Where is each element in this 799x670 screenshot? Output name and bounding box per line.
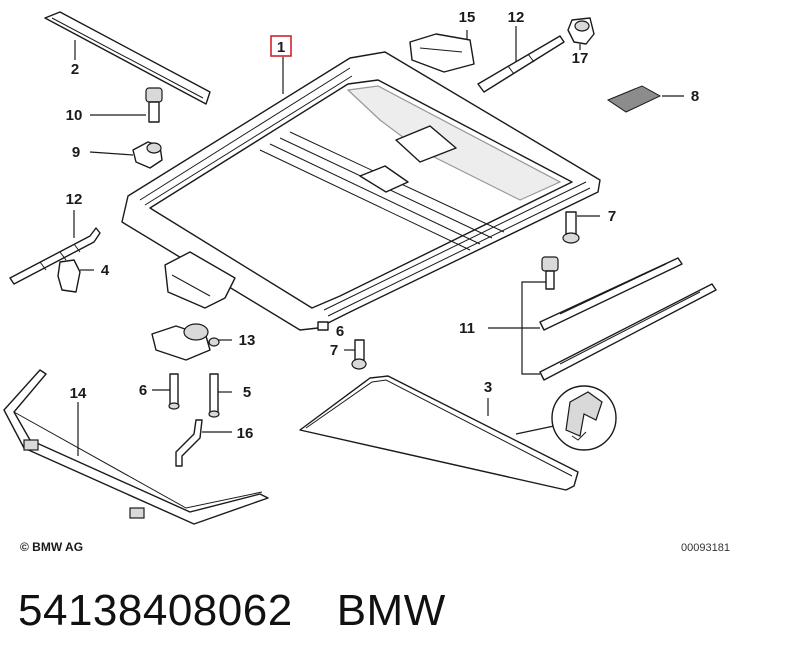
callout-1-highlight <box>270 35 292 57</box>
part-2-rail-strip <box>44 11 211 105</box>
callout-7b: 7 <box>330 342 338 359</box>
callout-13: 13 <box>239 332 256 349</box>
callout-16: 16 <box>237 425 254 442</box>
part-number: 54138408062 <box>18 586 293 635</box>
callout-6a: 6 <box>139 382 147 399</box>
callout-2: 2 <box>71 61 79 78</box>
callout-3: 3 <box>484 379 492 396</box>
part-17-plug <box>567 17 595 50</box>
callout-17: 17 <box>572 50 589 67</box>
callout-7a: 7 <box>608 208 616 225</box>
part-6-bolt-right <box>317 321 329 331</box>
callout-4: 4 <box>101 262 110 279</box>
part-3-glass-panel <box>299 375 617 491</box>
part-12-drive-cable-right <box>477 26 565 93</box>
part-5-bolt <box>208 373 232 418</box>
brand-name: BMW <box>336 586 446 635</box>
part-12-drive-cable-left <box>9 210 101 285</box>
callout-10: 10 <box>66 107 83 124</box>
part-8-pad <box>606 85 684 113</box>
part-14-wind-deflector <box>3 369 269 525</box>
callout-6b: 6 <box>336 323 344 340</box>
callout-8: 8 <box>691 88 699 105</box>
part-1-sunroof-frame <box>121 35 601 331</box>
callout-9: 9 <box>72 144 80 161</box>
callout-15: 15 <box>459 9 476 26</box>
diagram-number: 00093181 <box>681 542 730 554</box>
callout-1: 1 <box>277 39 285 56</box>
part-11-guide-strips <box>488 256 717 381</box>
part-13-drive-motor <box>151 323 232 361</box>
callout-12b: 12 <box>508 9 525 26</box>
callout-12a: 12 <box>66 191 83 208</box>
part-9-bracket <box>89 141 163 169</box>
part-16-crank <box>175 419 232 467</box>
part-6-bolt-left <box>152 373 180 410</box>
callout-5: 5 <box>243 384 251 401</box>
part-4-guide-clip <box>57 259 94 293</box>
copyright-notice: © BMW AG <box>20 540 84 554</box>
part-7-bolt-lower <box>344 339 367 370</box>
callout-14: 14 <box>70 385 87 402</box>
part-10-bolt <box>90 87 163 123</box>
callout-11: 11 <box>459 320 475 337</box>
part-15-bracket <box>409 30 475 73</box>
footer-caption: 54138408062 BMW <box>18 586 446 636</box>
part-7-bolt-upper <box>562 211 600 244</box>
